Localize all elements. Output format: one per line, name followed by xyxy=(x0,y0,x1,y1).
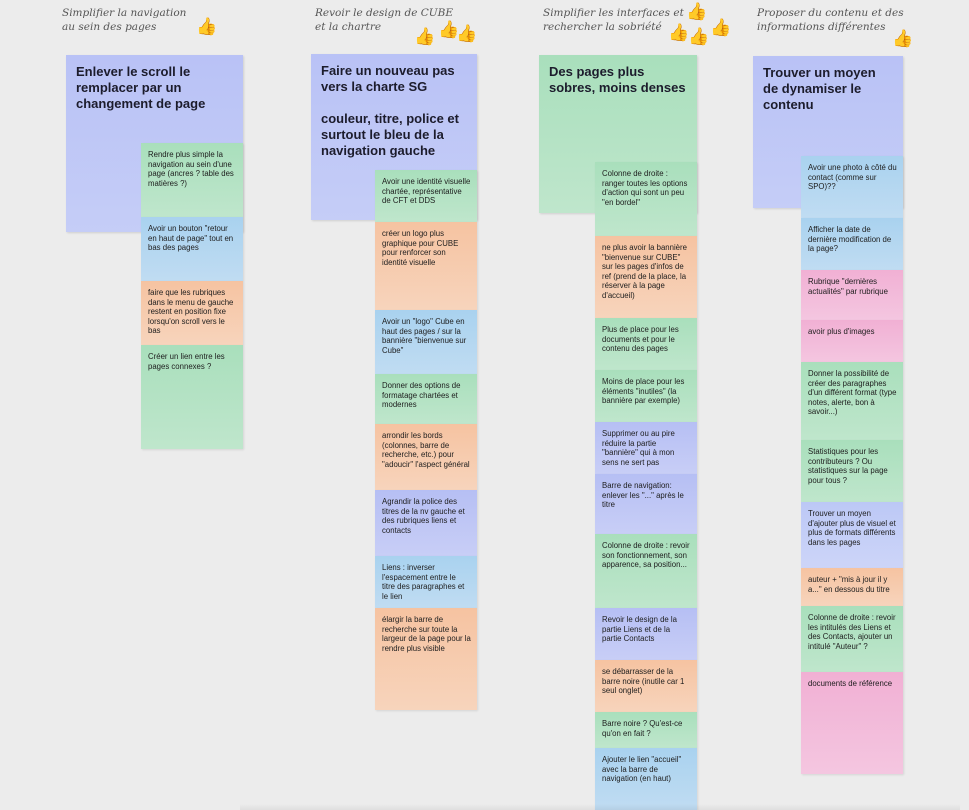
sticky-note[interactable]: documents de référence xyxy=(801,672,903,774)
thumbs-up-icon xyxy=(892,30,913,47)
column-header-sobriete: Simplifier les interfaces et rechercher … xyxy=(543,7,684,33)
sticky-note[interactable]: Avoir un bouton "retour en haut de page"… xyxy=(141,217,243,281)
sticky-note[interactable]: Barre de navigation: enlever les "..." a… xyxy=(595,474,697,534)
sticky-note[interactable]: Statistiques pour les contributeurs ? Ou… xyxy=(801,440,903,502)
sticky-note[interactable]: Afficher la date de dernière modificatio… xyxy=(801,218,903,270)
column-header-design: Revoir le design de CUBE et la chartre xyxy=(315,7,454,33)
thumbs-up-icon xyxy=(196,18,217,35)
sticky-note[interactable]: Trouver un moyen d'ajouter plus de visue… xyxy=(801,502,903,568)
sticky-note[interactable]: Colonne de droite : revoir les intitulés… xyxy=(801,606,903,672)
sticky-note[interactable]: Avoir un "logo" Cube en haut des pages /… xyxy=(375,310,477,374)
sticky-note[interactable]: Donner des options de formatage chartées… xyxy=(375,374,477,424)
sticky-note[interactable]: Colonne de droite : revoir son fonctionn… xyxy=(595,534,697,608)
column-header-navigation: Simplifier la navigation au sein des pag… xyxy=(62,7,187,33)
sticky-note[interactable]: Agrandir la police des titres de la nv g… xyxy=(375,490,477,556)
sticky-note[interactable]: Ajouter le lien "accueil" avec la barre … xyxy=(595,748,697,810)
column-header-contenu: Proposer du contenu et des informations … xyxy=(757,7,904,33)
sticky-note[interactable]: Colonne de droite : ranger toutes les op… xyxy=(595,162,697,236)
sticky-note[interactable]: Moins de place pour les éléments "inutil… xyxy=(595,370,697,422)
canvas-edge-shadow xyxy=(240,804,960,810)
thumbs-up-icon xyxy=(456,25,477,42)
sticky-note[interactable]: Avoir une photo à côté du contact (comme… xyxy=(801,156,903,218)
sticky-note[interactable]: Barre noire ? Qu'est-ce qu'on en fait ? xyxy=(595,712,697,748)
sticky-note[interactable]: avoir plus d'images xyxy=(801,320,903,362)
sticky-note[interactable]: créer un logo plus graphique pour CUBE p… xyxy=(375,222,477,310)
sticky-note[interactable]: Rubrique "dernières actualités" par rubr… xyxy=(801,270,903,320)
sticky-note[interactable]: ne plus avoir la bannière "bienvenue sur… xyxy=(595,236,697,318)
sticky-note[interactable]: se débarrasser de la barre noire (inutil… xyxy=(595,660,697,712)
thumbs-up-icon xyxy=(668,24,689,41)
thumbs-up-icon xyxy=(686,3,707,20)
sticky-note[interactable]: Donner la possibilité de créer des parag… xyxy=(801,362,903,440)
sticky-note[interactable]: Supprimer ou au pire réduire la partie "… xyxy=(595,422,697,474)
thumbs-up-icon xyxy=(414,28,435,45)
sticky-note[interactable]: Revoir le design de la partie Liens et d… xyxy=(595,608,697,660)
sticky-note[interactable]: auteur + "mis à jour il y a..." en desso… xyxy=(801,568,903,606)
sticky-note[interactable]: Plus de place pour les documents et pour… xyxy=(595,318,697,370)
sticky-note[interactable]: Créer un lien entre les pages connexes ? xyxy=(141,345,243,449)
sticky-note[interactable]: Liens : inverser l'espacement entre le t… xyxy=(375,556,477,608)
sticky-note[interactable]: élargir la barre de recherche sur toute … xyxy=(375,608,477,710)
sticky-note[interactable]: arrondir les bords (colonnes, barre de r… xyxy=(375,424,477,490)
sticky-note[interactable]: faire que les rubriques dans le menu de … xyxy=(141,281,243,345)
thumbs-up-icon xyxy=(710,19,731,36)
sticky-note[interactable]: Avoir une identité visuelle chartée, rep… xyxy=(375,170,477,222)
sticky-note[interactable]: Rendre plus simple la navigation au sein… xyxy=(141,143,243,217)
thumbs-up-icon xyxy=(688,28,709,45)
